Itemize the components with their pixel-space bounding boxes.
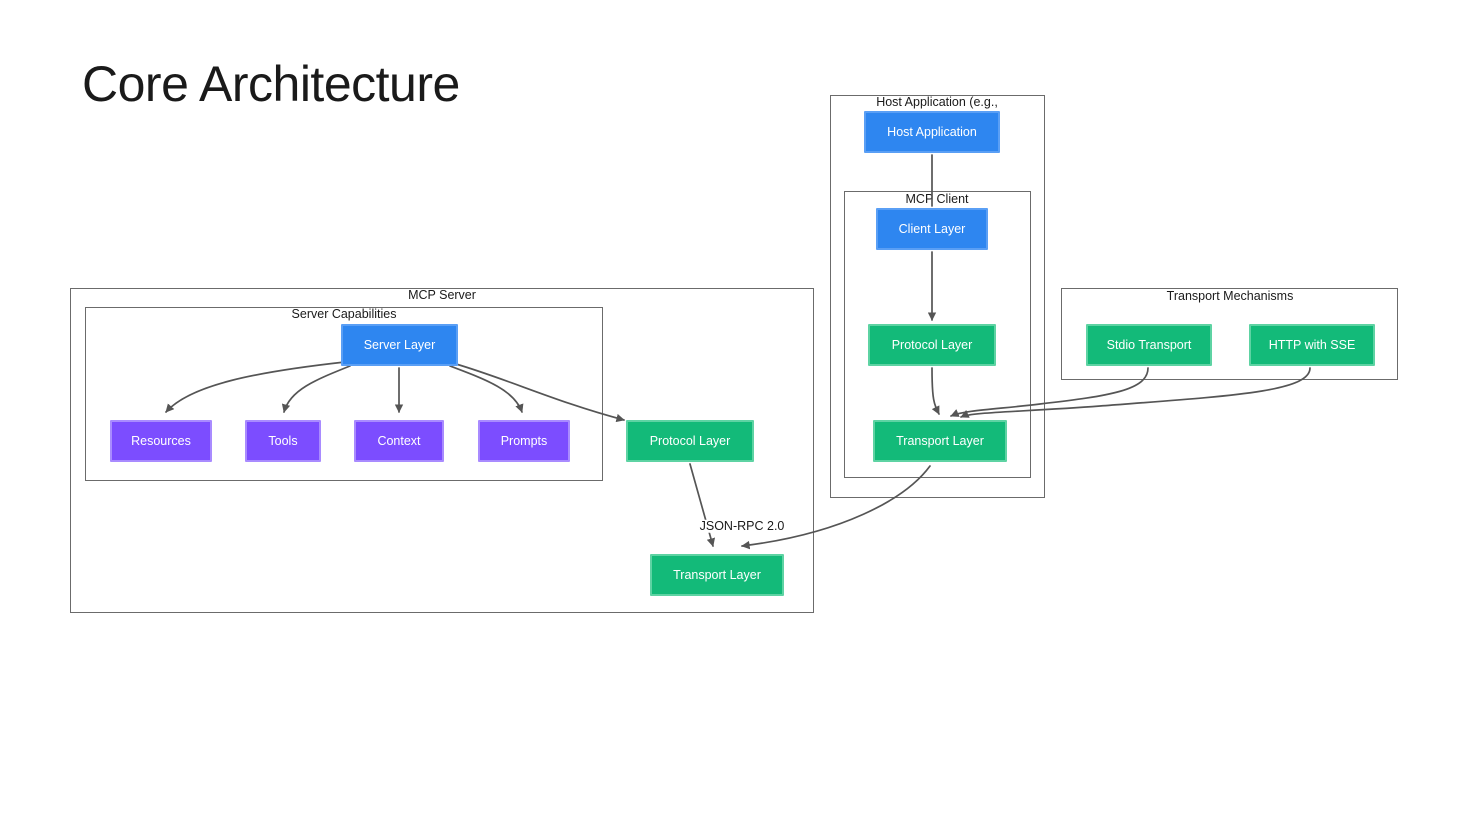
page-title: Core Architecture [82, 56, 460, 112]
node-stdio-transport[interactable]: Stdio Transport [1086, 324, 1212, 366]
node-server-transport-layer[interactable]: Transport Layer [650, 554, 784, 596]
node-resources[interactable]: Resources [110, 420, 212, 462]
node-host-application[interactable]: Host Application [864, 111, 1000, 153]
cluster-mcp-server [70, 288, 814, 613]
node-client-transport-layer[interactable]: Transport Layer [873, 420, 1007, 462]
cluster-transport-mechanisms-label: Transport Mechanisms [1161, 290, 1299, 303]
cluster-host-application [830, 95, 1045, 498]
node-server-layer[interactable]: Server Layer [341, 324, 458, 366]
cluster-host-application-label: Host Application (e.g., [871, 96, 1003, 109]
node-client-protocol-layer[interactable]: Protocol Layer [868, 324, 996, 366]
cluster-mcp-client [844, 191, 1031, 478]
node-http-with-sse[interactable]: HTTP with SSE [1249, 324, 1375, 366]
cluster-server-capabilities-label: Server Capabilities [286, 308, 402, 321]
node-server-protocol-layer[interactable]: Protocol Layer [626, 420, 754, 462]
node-client-layer[interactable]: Client Layer [876, 208, 988, 250]
cluster-mcp-client-label: MCP Client [900, 193, 974, 206]
cluster-mcp-server-label: MCP Server [403, 289, 481, 302]
node-context[interactable]: Context [354, 420, 444, 462]
node-prompts[interactable]: Prompts [478, 420, 570, 462]
edge-label-json-rpc: JSON-RPC 2.0 [696, 520, 788, 533]
node-tools[interactable]: Tools [245, 420, 321, 462]
